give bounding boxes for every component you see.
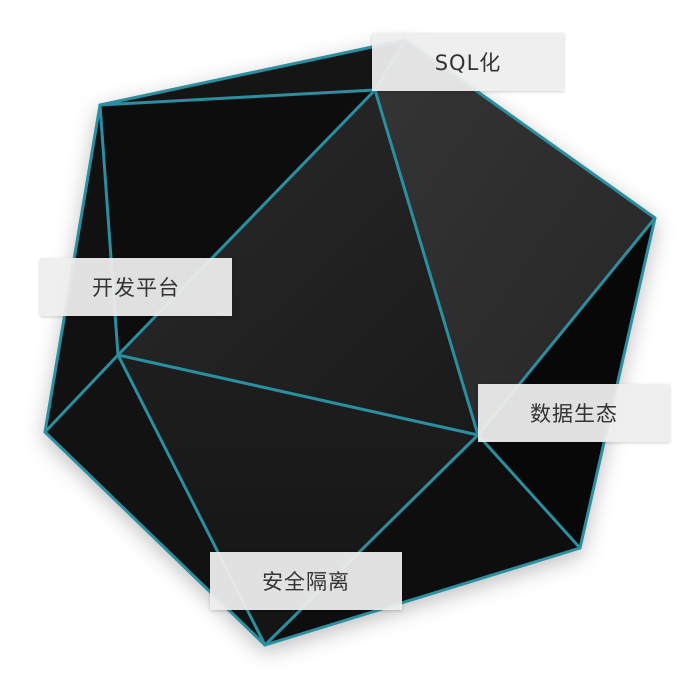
label-dev-platform: 开发平台 [40, 258, 232, 316]
face-top-right [375, 40, 655, 435]
edge [373, 88, 480, 437]
label-security-isolation-text: 安全隔离 [262, 570, 350, 594]
label-sql-text: SQL化 [434, 51, 502, 75]
label-data-ecosystem-text: 数据生态 [530, 402, 618, 426]
edge [263, 433, 480, 647]
edge [476, 433, 582, 550]
edge [116, 353, 480, 437]
label-dev-platform-text: 开发平台 [92, 276, 180, 300]
face-bottom-front [118, 355, 478, 645]
face-front [118, 90, 478, 435]
edge [43, 353, 120, 434]
edge [98, 88, 377, 107]
face-right [478, 218, 655, 548]
label-sql: SQL化 [372, 33, 564, 91]
label-security-isolation: 安全隔离 [210, 552, 402, 610]
label-data-ecosystem: 数据生态 [478, 384, 670, 442]
